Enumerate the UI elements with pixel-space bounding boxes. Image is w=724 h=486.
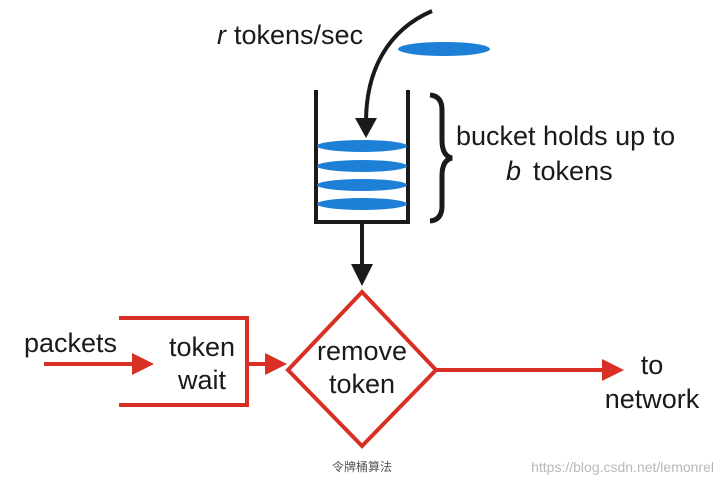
token-wait-label-line1: token xyxy=(169,332,235,362)
token-wait-queue xyxy=(119,316,249,407)
output-label-line2: network xyxy=(605,384,700,414)
capacity-brace xyxy=(429,92,453,224)
packets-label: packets xyxy=(24,328,117,358)
remove-token-label-line2: token xyxy=(329,369,395,399)
rate-variable: r xyxy=(217,20,227,50)
network-arrowhead xyxy=(602,359,624,381)
capacity-variable: b xyxy=(506,156,521,186)
capacity-text: tokens xyxy=(533,156,613,186)
queue-to-decision-arrowhead xyxy=(265,353,287,375)
rate-text: tokens/sec xyxy=(234,20,363,50)
bucket-token xyxy=(317,160,407,172)
bucket-tokens xyxy=(317,140,407,210)
bucket-token xyxy=(317,179,407,191)
packets-arrowhead xyxy=(132,353,154,375)
bucket-outflow-arrowhead xyxy=(351,264,373,286)
token-inflow-arrow xyxy=(364,9,433,123)
source-watermark: https://blog.csdn.net/lemonrel xyxy=(531,459,714,475)
token-inflow-arrowhead xyxy=(355,118,377,138)
output-label-line1: to xyxy=(641,350,664,380)
falling-token xyxy=(398,42,490,56)
bucket-token xyxy=(317,140,407,152)
remove-token-diamond xyxy=(285,289,439,449)
bucket-token xyxy=(317,198,407,210)
remove-token-label-line1: remove xyxy=(317,336,407,366)
token-wait-label-line2: wait xyxy=(177,365,227,395)
diagram-caption: 令牌桶算法 xyxy=(332,459,392,474)
capacity-label-line1: bucket holds up to xyxy=(456,121,675,151)
